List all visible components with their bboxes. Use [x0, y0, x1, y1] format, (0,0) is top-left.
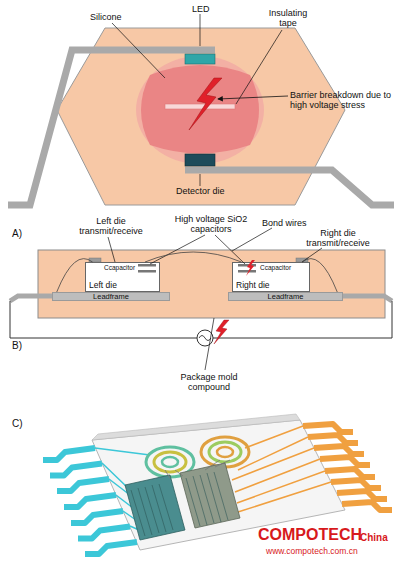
watermark: China [360, 532, 388, 543]
capacitor-plate [138, 270, 156, 273]
lightning-symbol [214, 320, 229, 344]
capacitor-label: Ccapacitor [104, 264, 135, 272]
die-3d [125, 475, 185, 540]
part-label: Package mold compound [166, 372, 252, 392]
bond-wire [57, 259, 93, 292]
right-traces [232, 426, 331, 512]
leader-arrow [218, 96, 288, 99]
part-label: Right die transmit/receive [298, 228, 378, 248]
part-label: LED [192, 4, 210, 14]
node-text: Right die [236, 281, 270, 290]
leader-line [232, 228, 272, 251]
bond-wire [302, 259, 337, 292]
panel-letter: B) [12, 340, 22, 351]
leadframe-bar: Leadframe [52, 292, 170, 301]
part-label: Silicone [90, 12, 122, 22]
node-text: Leadframe [53, 293, 169, 300]
watermark: COMPOTECH [258, 526, 362, 543]
silicone-glob [141, 65, 259, 154]
coil-ring [209, 442, 241, 462]
bond-wire [145, 252, 241, 262]
leader-line [236, 30, 282, 104]
leader-line [205, 318, 214, 370]
silicone-halo [136, 56, 264, 164]
sine-wave [199, 336, 211, 341]
detector-die [185, 154, 215, 166]
package-top-edge [92, 414, 300, 440]
capacitor-label: Ccapacitor [260, 264, 291, 272]
part-label: Insulating tape [262, 8, 314, 28]
coil-ring [217, 447, 233, 457]
part-label: Left die transmit/receive [74, 216, 148, 236]
capacitor-plate [138, 264, 156, 267]
mold-package [38, 250, 385, 318]
node-text: Left die [89, 281, 117, 290]
leader-line [200, 14, 201, 46]
capacitor-plate [238, 270, 256, 273]
right-leads [303, 424, 392, 510]
lightning-symbol [189, 78, 222, 130]
callout-text: Barrier breakdown due to high voltage st… [290, 90, 398, 110]
lightning-symbol [246, 260, 255, 276]
part-label: High voltage SiO2 capacitors [168, 214, 254, 234]
leadframe-bar: Leadframe [228, 292, 343, 301]
die-3d [180, 463, 240, 528]
part-label: Detector die [176, 186, 225, 196]
panel-letter: C) [12, 418, 23, 429]
insulating-tape [165, 104, 235, 109]
coil-ring [162, 457, 178, 467]
opto-package [57, 28, 345, 205]
part-label: Bond wires [262, 218, 307, 228]
bond-pad [89, 258, 101, 262]
leader-line [112, 23, 165, 78]
node-text: Leadframe [229, 293, 342, 300]
watermark-url: www.compotech.com.cn [266, 547, 358, 557]
leader-line [215, 235, 245, 264]
leader-line [200, 174, 201, 186]
leader-line [150, 235, 205, 264]
panel-letter: A) [12, 228, 22, 239]
bond-wires-3d [165, 460, 230, 478]
leader-line [108, 237, 115, 262]
die-hatching [131, 472, 228, 536]
lead-frame [8, 50, 394, 205]
coil-ring [154, 452, 186, 472]
led-die [185, 54, 215, 64]
